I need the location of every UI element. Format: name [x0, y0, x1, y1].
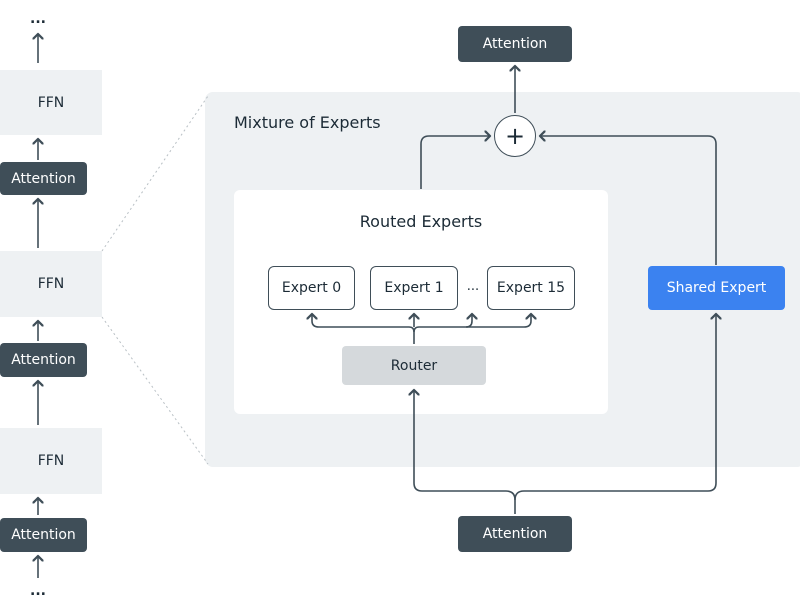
top-attention-block: Attention [458, 26, 572, 62]
attention-block-1: Attention [0, 162, 87, 195]
top-attention-label: Attention [482, 36, 548, 52]
plus-icon: + [504, 122, 526, 150]
ffn-block-3: FFN [0, 428, 102, 494]
ffn-block-2-label: FFN [37, 276, 65, 292]
attention-block-2: Attention [0, 343, 87, 377]
router-box: Router [342, 346, 486, 385]
ffn-block-2: FFN [0, 251, 102, 317]
shared-expert-label: Shared Expert [666, 280, 767, 296]
zoom-line-top [101, 95, 209, 252]
shared-expert-box: Shared Expert [648, 266, 785, 310]
expert-0-box: Expert 0 [268, 266, 355, 310]
stack-bottom-ellipsis: ... [30, 583, 46, 599]
expert-15-label: Expert 15 [496, 280, 566, 296]
experts-ellipsis: ... [466, 279, 480, 294]
moe-title: Mixture of Experts [234, 113, 381, 132]
ffn-block-3-label: FFN [37, 453, 65, 469]
attention-block-2-label: Attention [11, 352, 76, 368]
ffn-block-1: FFN [0, 70, 102, 135]
expert-0-label: Expert 0 [281, 280, 342, 296]
attention-block-3: Attention [0, 518, 87, 552]
attention-block-3-label: Attention [11, 527, 76, 543]
ffn-block-1-label: FFN [37, 94, 65, 111]
zoom-line-bottom [101, 316, 209, 465]
stack-top-ellipsis: ... [30, 11, 46, 27]
router-label: Router [390, 357, 438, 374]
bottom-attention-block: Attention [458, 516, 572, 552]
expert-1-box: Expert 1 [370, 266, 458, 310]
expert-15-box: Expert 15 [487, 266, 575, 310]
bottom-attention-label: Attention [482, 526, 548, 542]
attention-block-1-label: Attention [11, 170, 76, 187]
routed-experts-title: Routed Experts [359, 212, 483, 231]
combine-plus-node: + [494, 115, 536, 157]
expert-1-label: Expert 1 [384, 280, 444, 296]
